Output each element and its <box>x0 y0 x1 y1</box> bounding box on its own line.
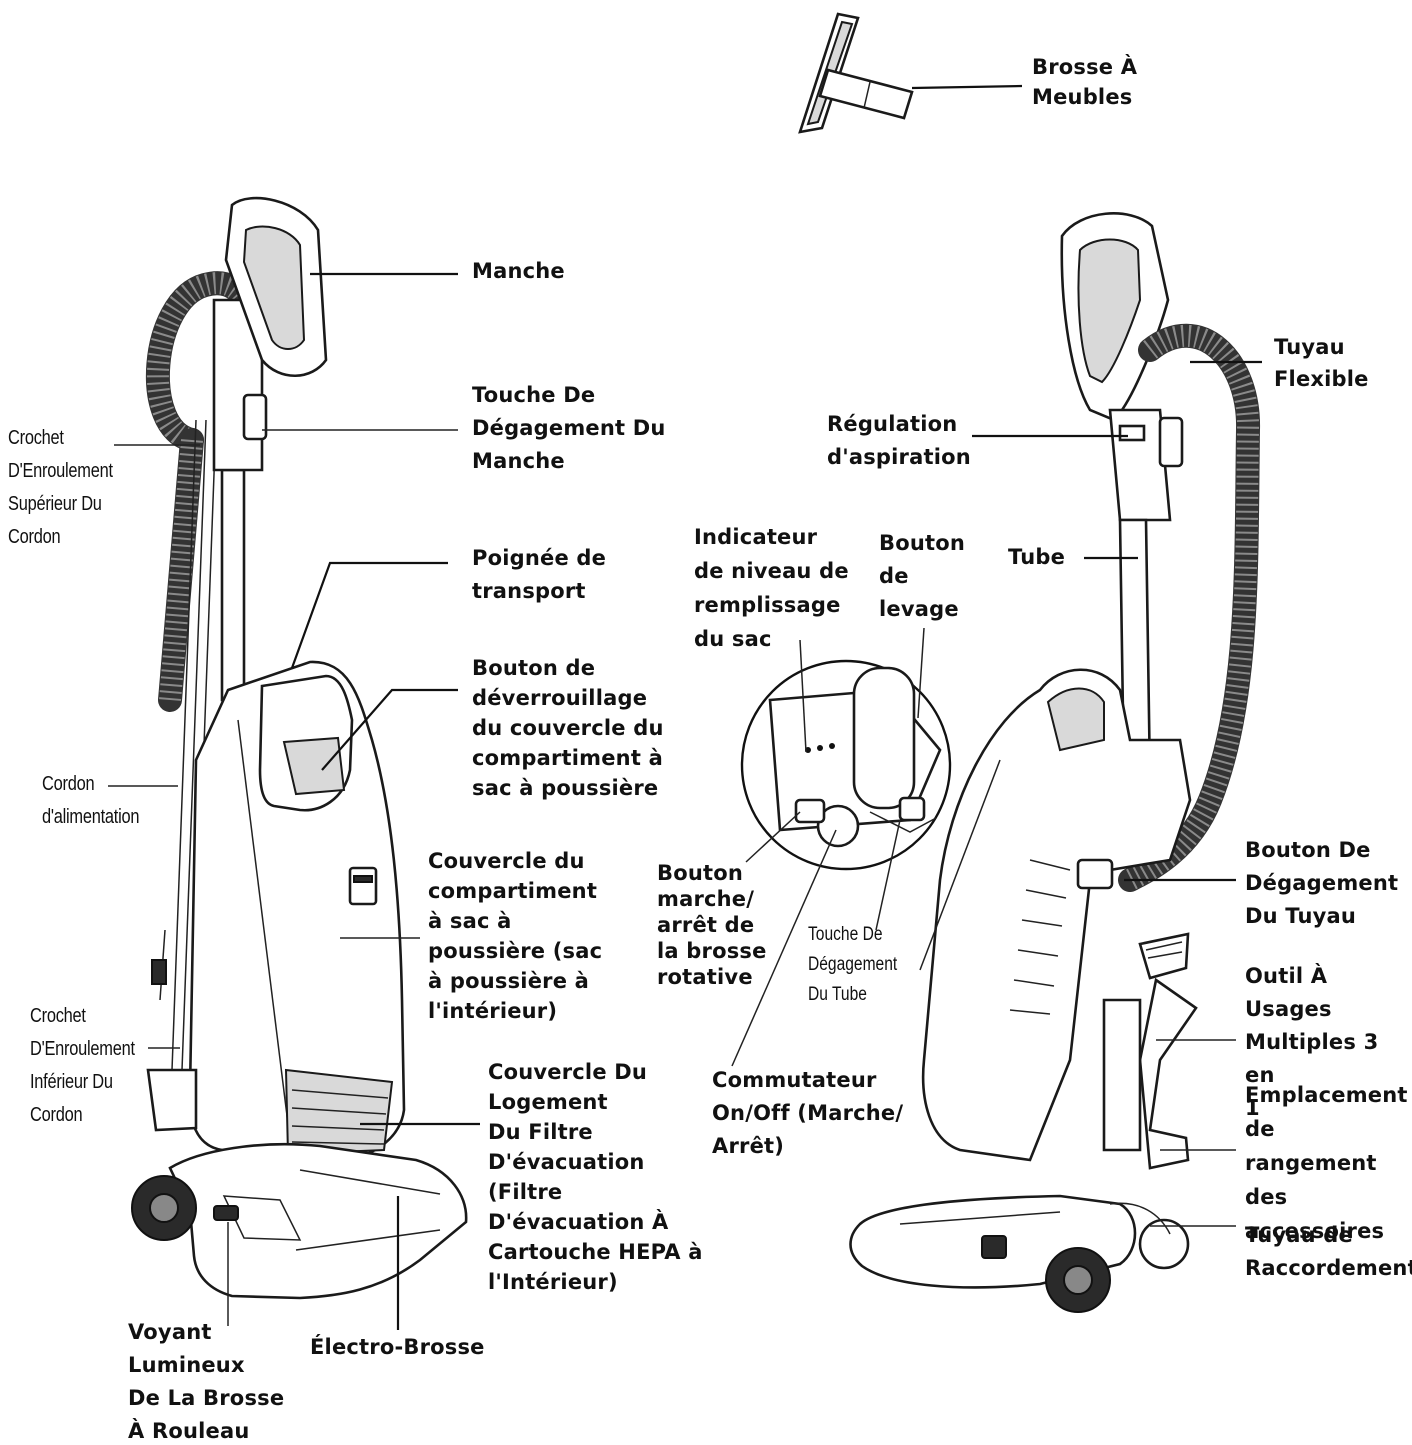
label-on-off-switch: Commutateur On/Off (Marche/ Arrêt) <box>712 1068 904 1158</box>
label-handle: Manche <box>472 259 565 283</box>
label-accessory-storage: Emplacement de rangement des accessoires <box>1245 1083 1408 1243</box>
label-lower-cord-hook: Crochet D'Enroulement Inférieur Du Cordo… <box>30 1005 135 1126</box>
label-bin-lid-release: Bouton de déverrouillage du couvercle du… <box>472 656 664 800</box>
vacuum-front-illustration <box>131 196 468 1300</box>
label-power-cord: Cordon d'alimentation <box>42 773 140 828</box>
label-brush-roll-light: Voyant Lumineux De La Brosse À Rouleau <box>128 1320 285 1443</box>
label-suction-control: Régulation d'aspiration <box>827 412 971 469</box>
label-handle-release: Touche De Dégagement Du Manche <box>472 383 666 473</box>
label-upper-cord-hook: Crochet D'Enroulement Supérieur Du Cordo… <box>8 427 113 548</box>
label-wand-release: Touche De Dégagement Du Tube <box>808 924 898 1005</box>
label-power-nozzle: Électro-Brosse <box>310 1335 485 1359</box>
leader-lines <box>108 84 1262 1330</box>
label-connecting-hose: Tuyau de Raccordement <box>1245 1223 1412 1280</box>
label-bin-cover: Couvercle du compartiment à sac à poussi… <box>428 849 603 1023</box>
vacuum-rear-illustration <box>849 212 1261 1313</box>
label-brushroll-switch: Bouton marche/ arrêt de la brosse rotati… <box>657 861 767 989</box>
label-furniture-brush: Brosse À Meubles <box>1032 55 1138 109</box>
label-carry-handle: Poignée de transport <box>472 546 607 603</box>
label-multi-tool: Outil À Usages Multiples 3 en 1 <box>1245 964 1379 1120</box>
label-lift-button: Bouton de levage <box>879 531 965 621</box>
furniture-brush-illustration <box>798 12 914 134</box>
label-exhaust-filter-cover: Couvercle Du Logement Du Filtre D'évacua… <box>488 1060 703 1294</box>
label-wand: Tube <box>1008 545 1066 569</box>
label-bag-full-indicator: Indicateur de niveau de remplissage du s… <box>694 525 849 651</box>
label-flexible-hose: Tuyau Flexible <box>1274 335 1369 391</box>
label-hose-release: Bouton De Dégagement Du Tuyau <box>1245 838 1399 928</box>
